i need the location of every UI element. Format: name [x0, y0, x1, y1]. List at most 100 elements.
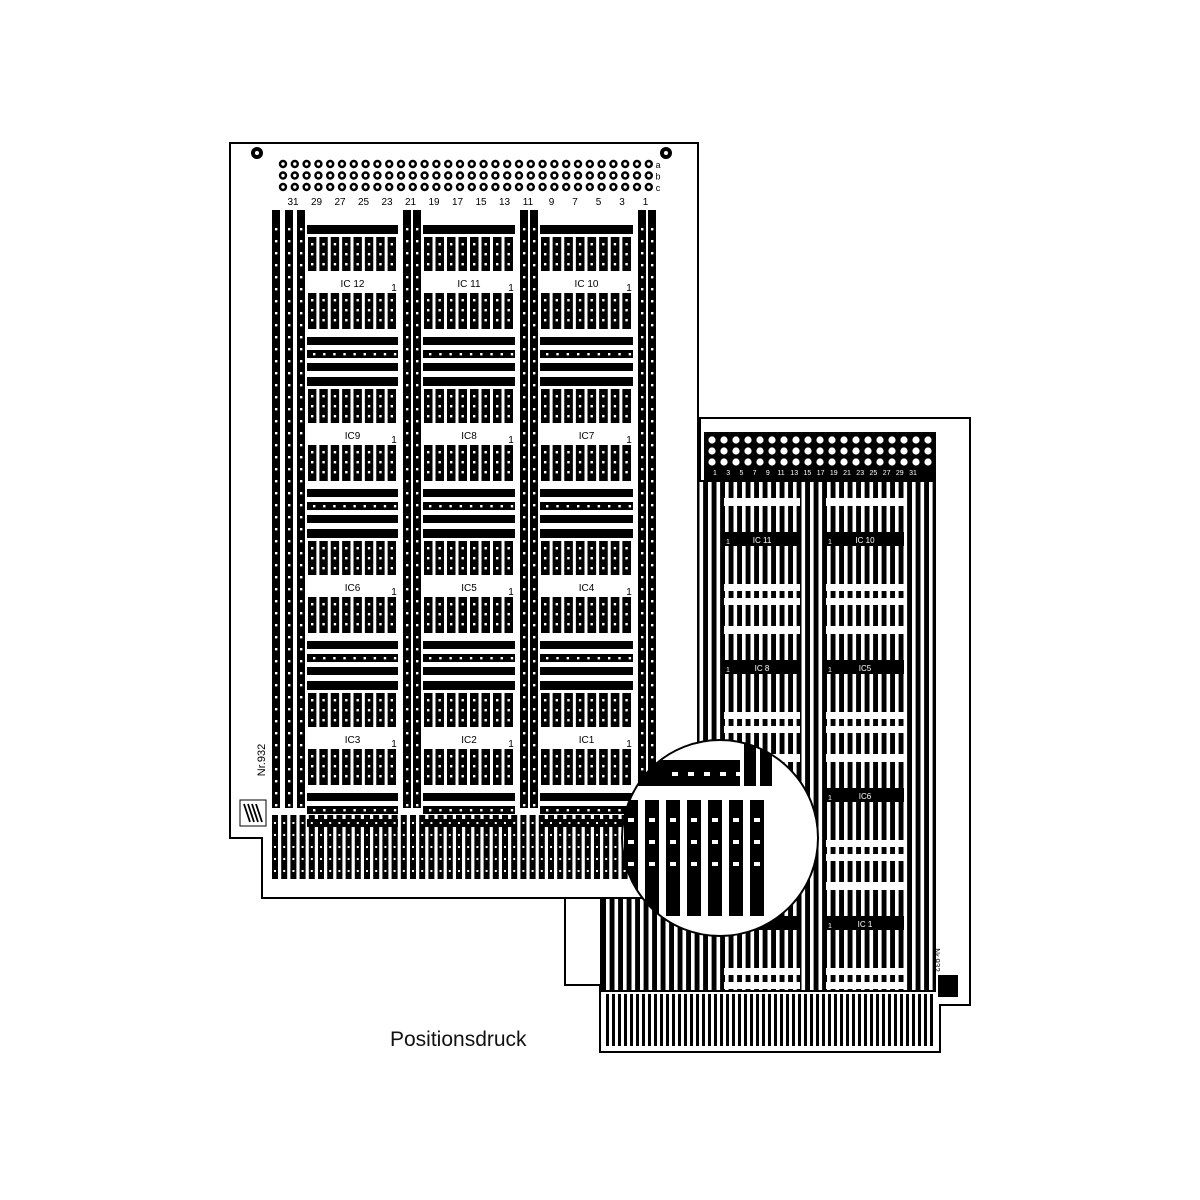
bus-hole [288, 264, 291, 267]
bus-row-hole [480, 657, 483, 660]
pad-hole [356, 709, 359, 712]
bus-hole [300, 480, 303, 483]
pad-hole [461, 755, 464, 758]
pad-hole [379, 603, 382, 606]
bus-row-hole [363, 657, 366, 660]
back-edge-finger [702, 994, 705, 1046]
edge-hole [448, 846, 451, 848]
pad-hole [311, 765, 314, 768]
edge-hole [320, 834, 322, 836]
bus-hole [288, 228, 291, 231]
back-edge-finger [780, 994, 783, 1046]
bus-hole [288, 252, 291, 255]
bus-row-hole [469, 657, 473, 660]
pad-hole [496, 319, 499, 322]
magnified-hole [712, 818, 718, 822]
connector-hole-center [493, 173, 498, 178]
connector-hole-center [340, 185, 344, 189]
back-ic-label: IC 10 [855, 536, 875, 545]
pad-hole [496, 755, 499, 758]
bus-hole [406, 756, 409, 759]
bus-row-hole [343, 809, 346, 812]
pad-hole [625, 547, 628, 550]
pad-hole [590, 299, 593, 302]
pad-hole [544, 471, 547, 474]
edge-hole [329, 834, 332, 836]
bus-hole [275, 300, 278, 303]
pad-hole [613, 613, 617, 616]
back-bus-strip [724, 598, 800, 605]
bus-hole [406, 264, 409, 267]
board-number: Nr.932 [256, 744, 268, 776]
back-bus-strip [826, 726, 904, 733]
pad-hole [367, 709, 371, 712]
back-trace-stripe [861, 482, 865, 990]
bus-hole [300, 300, 303, 303]
pad-hole [450, 451, 453, 454]
edge-hole [384, 846, 387, 848]
back-hole [780, 458, 788, 466]
pad-hole [555, 451, 559, 454]
bus-row-hole [566, 657, 570, 660]
edge-hole [301, 870, 304, 872]
bus-hole [533, 636, 536, 639]
pad-hole [590, 415, 593, 418]
back-edge-finger [756, 994, 759, 1046]
bus-hole [641, 600, 644, 603]
connector-hole-center [316, 162, 321, 166]
back-edge-finger [900, 994, 903, 1046]
pad-hole [602, 547, 605, 550]
bus-hole [406, 276, 409, 279]
bus-row-hole [587, 505, 590, 508]
bus-row-hole [373, 809, 377, 812]
ic-label: IC7 [579, 431, 595, 442]
pad-hole [461, 567, 464, 570]
bus-hole [300, 336, 303, 339]
pad-hole [590, 603, 593, 606]
bus-hole [300, 432, 303, 435]
bus-hole [641, 384, 644, 387]
bus-hole [288, 504, 291, 507]
edge-hole [513, 846, 516, 848]
pad-hole [590, 699, 593, 702]
pin-number: 19 [428, 197, 440, 208]
edge-hole [375, 870, 378, 872]
connector-hole-center [411, 173, 415, 178]
back-hole [732, 436, 740, 444]
bus-hole [533, 648, 536, 651]
bus-hole [288, 492, 291, 495]
back-trace-stripe [742, 482, 746, 990]
pad-hole [438, 451, 441, 454]
edge-hole [393, 846, 396, 848]
bus-hole [406, 576, 409, 579]
edge-hole [439, 834, 442, 836]
pad-hole [602, 299, 605, 302]
bus-row-hole [628, 353, 632, 356]
edge-hole [522, 822, 525, 824]
pad-hole [427, 765, 430, 768]
back-hole [840, 447, 848, 455]
bus-row-hole [323, 353, 326, 356]
back-bus-strip [826, 882, 904, 890]
bus-row [540, 337, 633, 345]
caption: Positionsdruck [390, 1028, 527, 1051]
magnified-hole [712, 840, 718, 844]
back-edge-finger [882, 994, 885, 1046]
bus-hole [416, 744, 419, 747]
edge-hole [586, 870, 589, 872]
pad-hole [544, 415, 547, 418]
edge-hole [614, 870, 617, 872]
back-hole [816, 436, 824, 444]
magnified-hole [628, 818, 634, 822]
pad-hole [367, 699, 371, 702]
pad-hole [625, 719, 628, 722]
bus-row-hole [449, 505, 452, 508]
back-edge-finger [672, 994, 675, 1046]
pad-hole [379, 299, 382, 302]
bus-hole [275, 456, 278, 459]
pad-hole [484, 415, 487, 418]
bus-hole [651, 348, 654, 351]
bus-hole [406, 600, 409, 603]
pad-hole [590, 567, 593, 570]
bus-row-hole [546, 505, 549, 508]
